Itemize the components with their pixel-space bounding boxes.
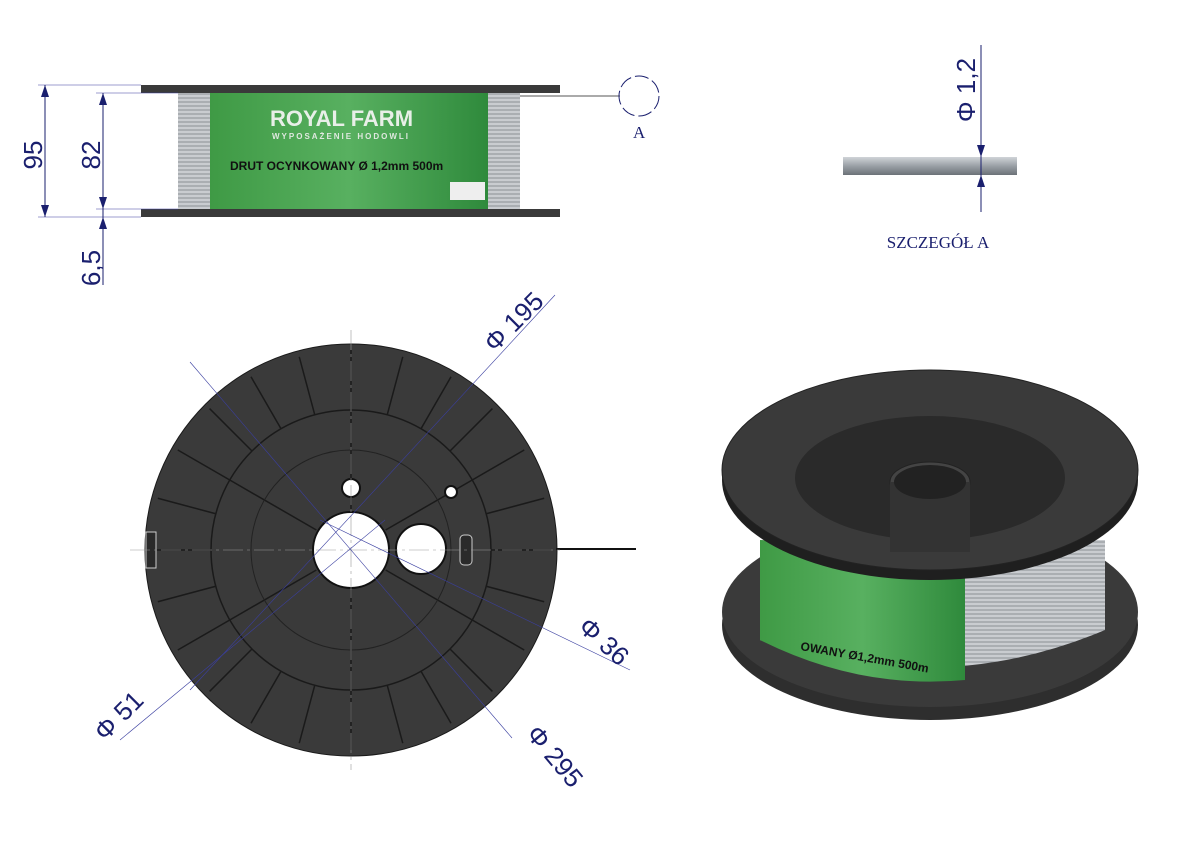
flange-rib (177, 619, 231, 651)
hub-spoke (229, 569, 317, 621)
flange-rib (420, 376, 452, 430)
dim-82: 82 (76, 141, 106, 170)
top-flange (141, 85, 560, 93)
flange-rib (157, 497, 216, 515)
dim-51: Φ 51 (88, 685, 149, 746)
hub-spoke (229, 479, 317, 531)
label-brand: ROYAL FARM (270, 106, 413, 131)
dimension-lines (38, 84, 178, 285)
flange-rib (386, 356, 404, 415)
detail-circle-a (618, 75, 660, 117)
detail-marker: A (633, 123, 646, 142)
flange-rib (157, 585, 216, 603)
hub-spoke (385, 479, 473, 531)
hub-spoke (385, 569, 473, 621)
dim-95: 95 (18, 141, 48, 170)
label-product: DRUT OCYNKOWANY Ø 1,2mm 500m (230, 159, 443, 173)
flange-rib (449, 408, 493, 452)
flange-rib (449, 648, 493, 692)
product-label (210, 93, 488, 209)
flange-rib (209, 648, 253, 692)
flange-rib (209, 408, 253, 452)
dim-6-5: 6,5 (76, 250, 106, 286)
barcode (450, 182, 485, 200)
front-dimension-lines (119, 294, 631, 741)
side-hole (395, 523, 447, 575)
wire-detail (843, 157, 1017, 175)
flange-rib (471, 619, 525, 651)
flange-rib (298, 356, 316, 415)
bottom-flange (141, 209, 560, 217)
flange-rib (486, 497, 545, 515)
dim-195: Φ 195 (478, 286, 550, 358)
flange-rib (420, 670, 452, 724)
detail-caption: SZCZEGÓŁ A (887, 233, 990, 252)
flange-rib (250, 670, 282, 724)
flange-rib (386, 685, 404, 744)
dim-295: Φ 295 (520, 719, 589, 793)
side-view: ROYAL FARM WYPOSAŻENIE HODOWLI DRUT OCYN… (18, 75, 660, 286)
detail-a: Φ 1,2 SZCZEGÓŁ A (843, 45, 1017, 252)
front-view: Φ 195 Φ 36 Φ 51 Φ 295 (88, 286, 636, 793)
label-tagline: WYPOSAŻENIE HODOWLI (272, 132, 410, 141)
iso-view: OWANY Ø1,2mm 500m (721, 369, 1139, 720)
flange-rib (471, 449, 525, 481)
flange-rib (298, 685, 316, 744)
flange-rib (486, 585, 545, 603)
flange-rib (250, 376, 282, 430)
dim-36: Φ 36 (573, 611, 635, 671)
flange-rib (177, 449, 231, 481)
dim-wire: Φ 1,2 (951, 58, 981, 122)
